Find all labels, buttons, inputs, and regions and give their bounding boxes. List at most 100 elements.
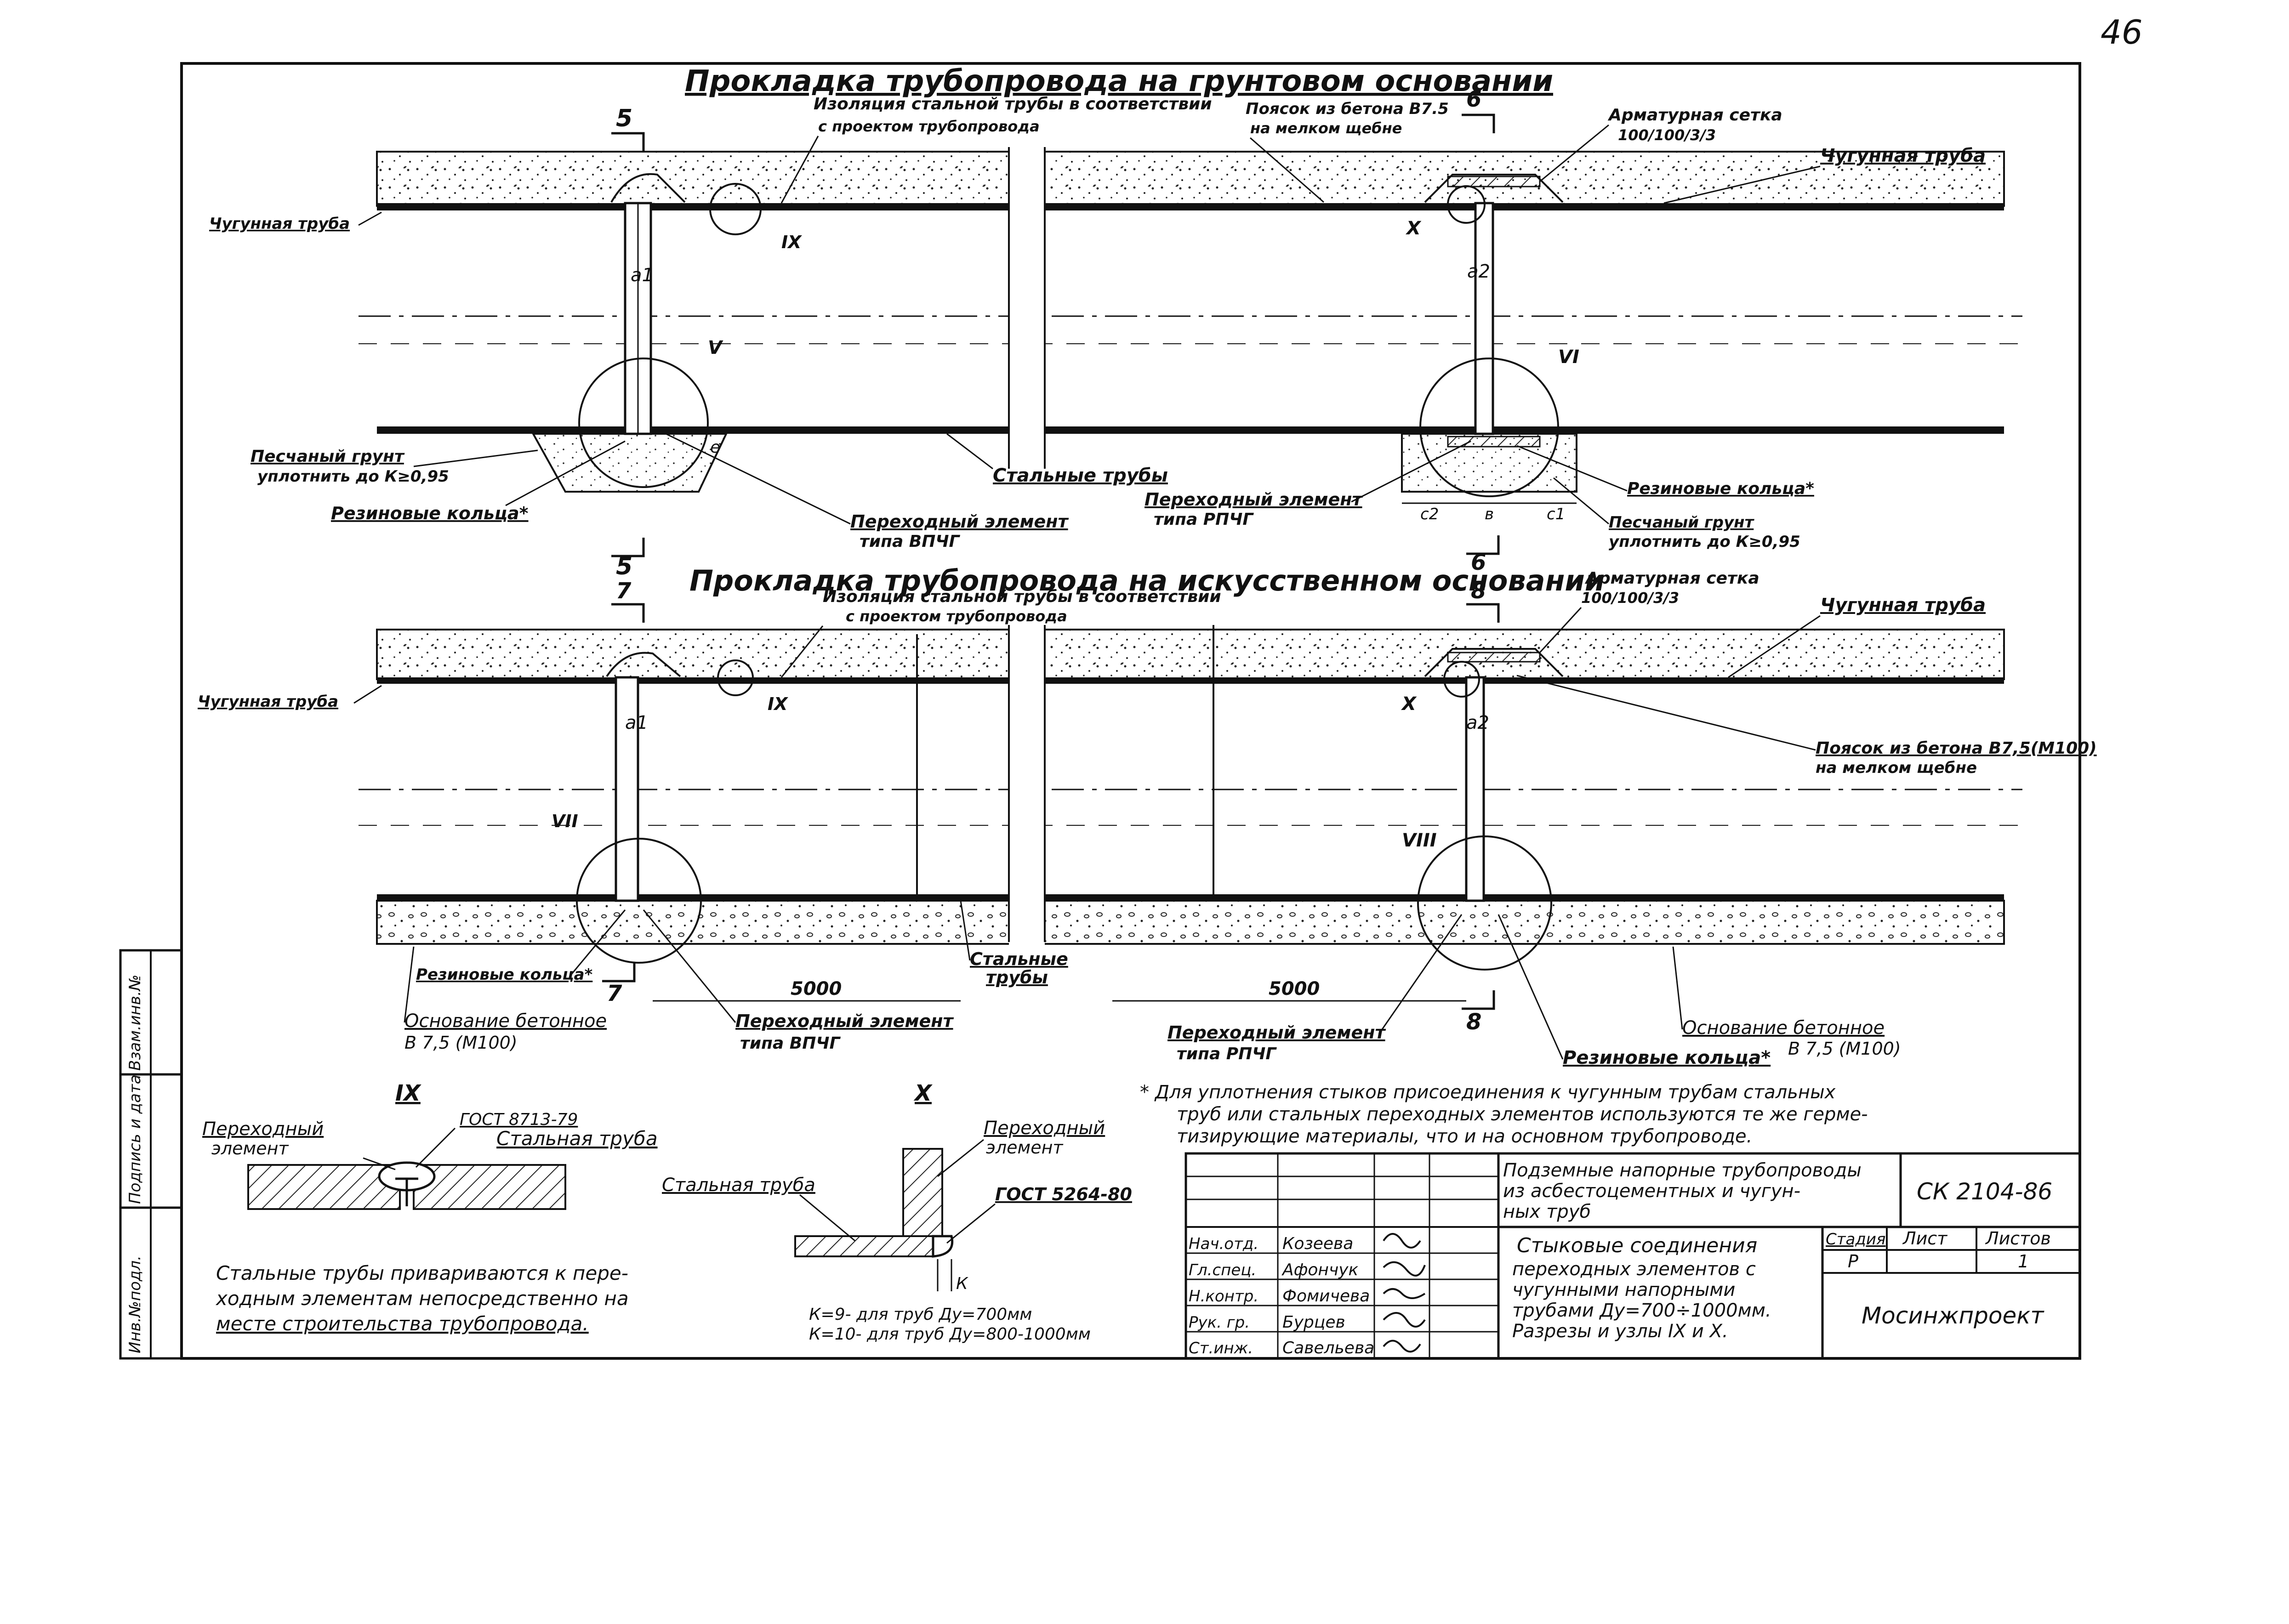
detail-10-transition-2: элемент <box>986 1137 1064 1158</box>
title-block-code: СК 2104-86 <box>1917 1178 2052 1205</box>
title-block-role-1: Нач.отд. <box>1189 1235 1258 1253</box>
detail-10-steel-pipe: Стальная труба <box>662 1175 815 1196</box>
upper-dim-c1: c1 <box>1547 505 1565 523</box>
lower-node-7-label: VII <box>552 811 578 831</box>
upper-sand-1: Песчаный грунт <box>251 447 405 466</box>
title-block-role-3: Н.контр. <box>1189 1287 1258 1306</box>
detail-10-k-note-2: К=10- для труб Ду=800-1000мм <box>809 1325 1091 1344</box>
lower-insulation-1: Изоляция стальной трубы в соответствии <box>823 587 1221 606</box>
lower-node-7-circle <box>576 838 702 964</box>
welding-note: Стальные трубы привариваются к пере- ход… <box>215 1262 629 1335</box>
detail-10-flange <box>902 1148 943 1237</box>
upper-sand-bedding-left <box>531 433 728 493</box>
upper-sand-2: уплотнить до К≥0,95 <box>257 467 449 486</box>
upper-dim-e: e <box>710 438 720 457</box>
upper-node-9-label: IX <box>781 232 802 252</box>
footnote-line-3: тизирующие материалы, что и на основном … <box>1177 1126 1752 1147</box>
title-block-name-3: Фомичева <box>1282 1287 1370 1306</box>
lower-section: Прокладка трубопровода на искусственном … <box>198 564 2097 1068</box>
lower-transition-rpchg <box>1465 676 1485 902</box>
title-block-role-4: Рук. гр. <box>1189 1313 1250 1332</box>
lower-base-right-2: В 7,5 (М100) <box>1788 1039 1901 1059</box>
detail-9-gost: ГОСТ 8713-79 <box>460 1110 578 1129</box>
lower-node-8-circle <box>1417 835 1552 971</box>
upper-belt-2: на мелком щебне <box>1250 119 1402 137</box>
lower-base-left-1: Основание бетонное <box>404 1011 607 1032</box>
lower-node-10-circle <box>1443 661 1480 698</box>
upper-dim-a1: a1 <box>631 265 654 286</box>
upper-node-5-circle <box>578 358 709 488</box>
upper-insulation-2: с проектом трубопровода <box>818 118 1040 135</box>
detail-10-transition-1: Переходный <box>984 1118 1105 1139</box>
detail-9: IX ГОСТ 8713-79 Переходный элемент Сталь… <box>202 1080 658 1210</box>
detail-10-title: X <box>913 1080 933 1106</box>
title-block-sheet-header: Лист <box>1902 1228 1948 1249</box>
detail-9-plate-right <box>413 1164 566 1210</box>
upper-node-6-circle <box>1419 358 1559 497</box>
lower-node-8-label: VIII <box>1402 830 1437 851</box>
welding-note-line-1: Стальные трубы привариваются к пере- <box>216 1262 628 1284</box>
lower-concrete-base <box>376 900 2005 945</box>
detail-9-plate-left <box>247 1164 401 1210</box>
lower-dim-a2: a2 <box>1466 712 1489 733</box>
lower-base-left-2: В 7,5 (М100) <box>404 1033 518 1053</box>
upper-node-10-circle <box>1447 185 1486 224</box>
upper-backfill <box>376 151 2005 207</box>
upper-section: Прокладка трубопровода на грунтовом осно… <box>209 64 2022 580</box>
upper-node-10-label: X <box>1405 218 1422 239</box>
detail-9-title: IX <box>395 1080 421 1106</box>
upper-pipe-bottom-wall <box>377 426 2004 434</box>
upper-pipe-top-wall <box>377 203 2004 210</box>
lower-cut-7-bottom: 7 <box>607 981 622 1006</box>
upper-mesh-1: Арматурная сетка <box>1607 106 1782 125</box>
upper-dim-a2: a2 <box>1467 261 1490 282</box>
upper-transition-rpchg <box>1474 202 1494 435</box>
title-block-role-5: Ст.инж. <box>1189 1339 1253 1357</box>
title-block-project-1: Подземные напорные трубопроводы <box>1503 1160 1862 1181</box>
title-block-name-5: Савельева <box>1282 1339 1374 1357</box>
title-block-name-1: Козеева <box>1282 1234 1353 1253</box>
upper-sand-right-2: уплотнить до К≥0,95 <box>1609 533 1800 551</box>
lower-castiron-right: Чугунная труба <box>1820 595 1986 616</box>
title-block-drawing-1: Стыковые соединения <box>1517 1234 1757 1257</box>
upper-steel-pipes: Стальные трубы <box>993 465 1168 486</box>
page-number: 46 <box>2101 13 2143 51</box>
lower-dim-a1: a1 <box>625 712 648 733</box>
lower-transition-bpchg-1: Переходный элемент <box>735 1011 954 1031</box>
title-block-drawing-5: Разрезы и узлы IX и X. <box>1512 1321 1728 1342</box>
title-block-org: Мосинжпроект <box>1862 1302 2044 1329</box>
upper-break-gap <box>1009 142 1045 473</box>
welding-note-line-2: ходным элементам непосредственно на <box>215 1287 629 1310</box>
left-stamp: Инв.№подл. Подпись и дата Взам.инв.№ <box>119 949 183 1360</box>
lower-base-right-1: Основание бетонное <box>1682 1017 1885 1039</box>
upper-section-title: Прокладка трубопровода на грунтовом осно… <box>685 64 1553 98</box>
detail-9-transition-1: Переходный <box>202 1119 324 1140</box>
stamp-replace-inv: Взам.инв.№ <box>126 975 144 1071</box>
lower-node-9-circle <box>717 659 754 696</box>
lower-cut-8-bottom: 8 <box>1466 1009 1481 1035</box>
lower-section-title: Прокладка трубопровода на искусственном … <box>689 564 1605 597</box>
upper-castiron-right: Чугунная труба <box>1820 145 1986 166</box>
title-block-sheets: 1 <box>2018 1251 2029 1272</box>
lower-castiron-left: Чугунная труба <box>198 693 338 711</box>
lower-cut-8-top: 8 <box>1471 578 1486 604</box>
lower-pipe-top-wall <box>377 677 2004 684</box>
lower-transition-bpchg-2: типа ВПЧГ <box>740 1034 841 1053</box>
upper-transition-bpchg-2: типа ВПЧГ <box>860 532 960 551</box>
lower-belt-2: на мелком щебне <box>1816 759 1977 777</box>
lower-rubber-left: Резиновые кольца* <box>416 965 593 984</box>
welding-note-line-3: месте строительства трубопровода. <box>216 1312 589 1335</box>
title-block-signatures <box>1383 1233 1426 1353</box>
lower-transition-bpchg <box>615 676 639 902</box>
drawing-frame <box>180 62 2081 1360</box>
upper-sand-right-1: Песчаный грунт <box>1609 513 1755 532</box>
detail-10-weld <box>932 1235 953 1258</box>
lower-mesh-2: 100/100/3/3 <box>1581 589 1679 607</box>
title-block-name-4: Бурцев <box>1282 1313 1345 1332</box>
detail-10: X Переходный элемент ГОСТ 5264-80 Стальн… <box>662 1080 1132 1344</box>
lower-belt-1: Поясок из бетона В7,5(М100) <box>1816 739 2097 758</box>
title-block-sheets-header: Листов <box>1985 1228 2051 1249</box>
upper-node-6-label: VI <box>1558 346 1579 368</box>
title-block-stage-header: Стадия <box>1826 1230 1885 1249</box>
